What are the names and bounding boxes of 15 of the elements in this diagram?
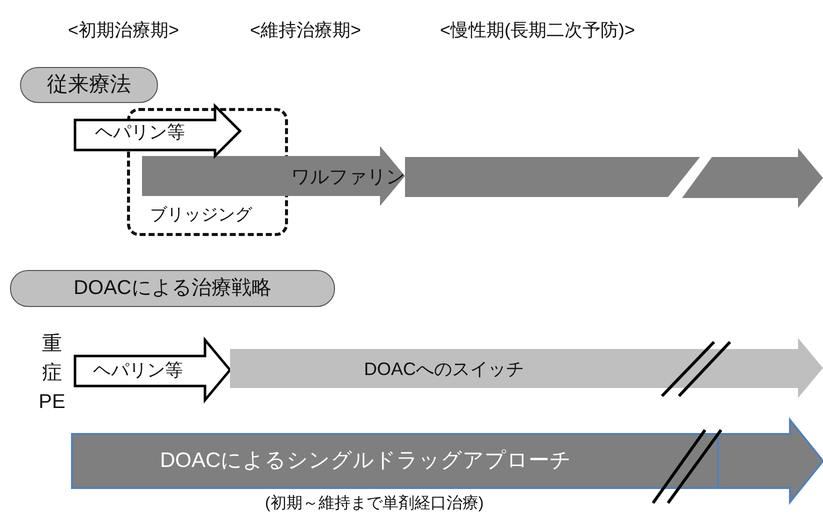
phase-label: <慢性期(長期二次予防)> [440, 19, 636, 42]
arrow-label: ヘパリン等 [95, 121, 185, 144]
arrow-label: ワルファリン [291, 166, 405, 190]
therapy-band [75, 105, 241, 157]
phase-label: <初期治療期> [68, 19, 180, 42]
bridging-label: ブリッジング [150, 204, 252, 226]
arrow-label: DOACへのスイッチ [364, 358, 524, 381]
arrow-label: ヘパリン等 [93, 359, 183, 382]
therapy-band [230, 338, 823, 398]
phase-label: <維持治療期> [250, 19, 362, 42]
category-pill: DOACによる治療戦略 [10, 270, 335, 307]
caption-text: (初期～維持まで単剤経口治療) [265, 494, 484, 514]
arrow-label: DOACによるシングルドラッグアプローチ [160, 448, 572, 474]
category-pill: 従来療法 [20, 67, 158, 103]
side-label: 重症PE [38, 332, 66, 415]
